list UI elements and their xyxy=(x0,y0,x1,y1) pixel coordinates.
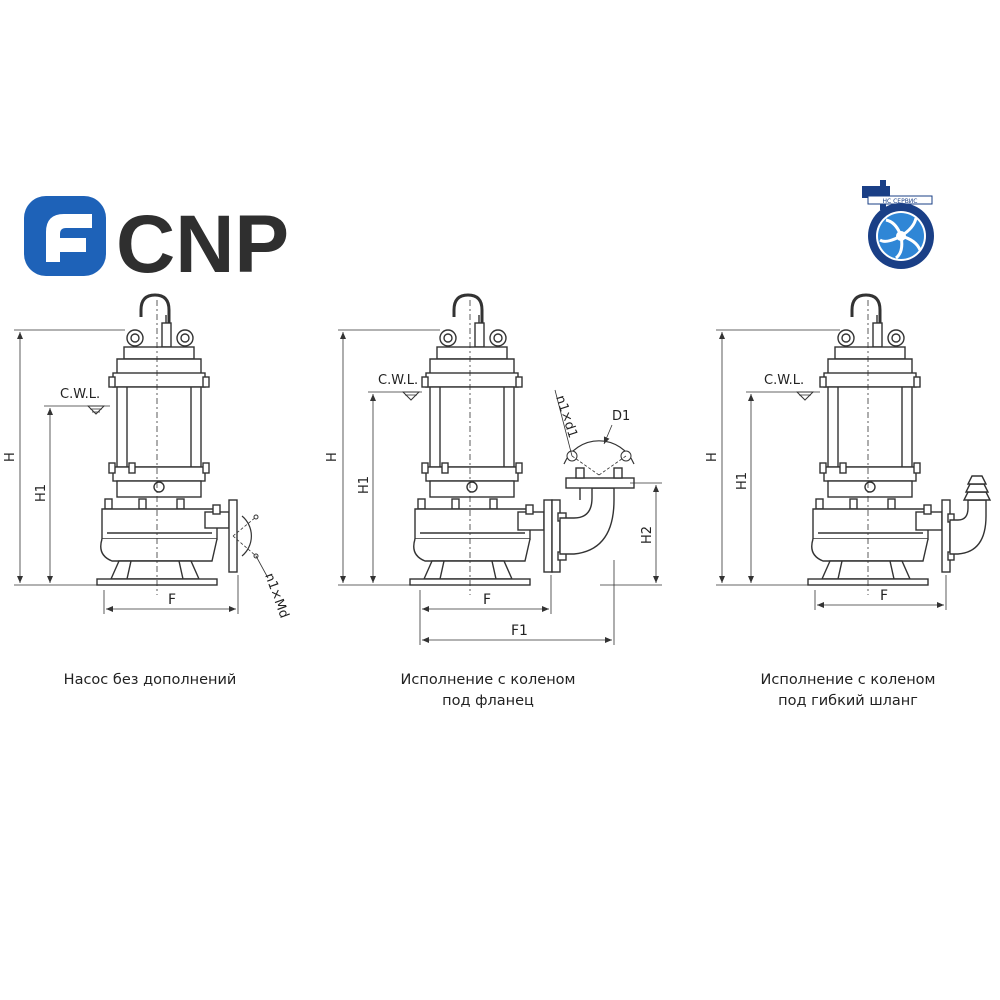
caption-flange-line-2: под фланец xyxy=(442,693,534,709)
cnp-logo-mark xyxy=(24,196,106,276)
drawing-plain-pump: n1×Md H H1 C.W.L. F xyxy=(3,293,291,620)
label-h: H xyxy=(3,452,18,462)
caption-hose-elbow: Исполнение с коленом под гибкий шланг xyxy=(718,670,978,712)
caption-flange-line-1: Исполнение с коленом xyxy=(400,672,576,688)
label-cwl: C.W.L. xyxy=(764,373,804,388)
caption-flange-elbow: Исполнение с коленом под фланец xyxy=(358,670,618,712)
drawing-flange-elbow: n1×d1 D1 H H1 C.W.L. H2 F F1 xyxy=(325,293,662,645)
label-cwl: C.W.L. xyxy=(60,387,100,402)
cnp-logo-glyph xyxy=(46,214,92,262)
label-cwl: C.W.L. xyxy=(378,373,418,388)
partner-badge-text: НС СЕРВИС xyxy=(882,198,917,205)
label-f: F xyxy=(880,588,888,604)
cnp-logo: CNP xyxy=(24,196,289,290)
label-d1: D1 xyxy=(612,409,630,424)
label-f: F xyxy=(168,592,176,608)
caption-hose-line-1: Исполнение с коленом xyxy=(760,672,936,688)
label-n1-md: n1×Md xyxy=(261,571,291,620)
label-f: F xyxy=(483,592,491,608)
caption-plain-line-1: Насос без дополнений xyxy=(63,672,237,688)
label-f1: F1 xyxy=(511,623,528,639)
label-h1: H1 xyxy=(34,484,49,502)
partner-logo-bar xyxy=(862,186,890,198)
caption-hose-line-2: под гибкий шланг xyxy=(778,693,918,709)
caption-plain-pump: Насос без дополнений xyxy=(20,670,280,691)
label-h: H xyxy=(705,452,720,462)
cnp-logo-text: CNP xyxy=(116,199,289,290)
label-n1-d1: n1×d1 xyxy=(552,394,580,440)
label-h: H xyxy=(325,452,340,462)
drawing-hose-elbow: H H1 C.W.L. F xyxy=(705,293,992,610)
partner-logo: НС СЕРВИС xyxy=(862,180,934,269)
label-h2: H2 xyxy=(640,526,655,544)
label-h1: H1 xyxy=(357,476,372,494)
label-h1: H1 xyxy=(735,472,750,490)
